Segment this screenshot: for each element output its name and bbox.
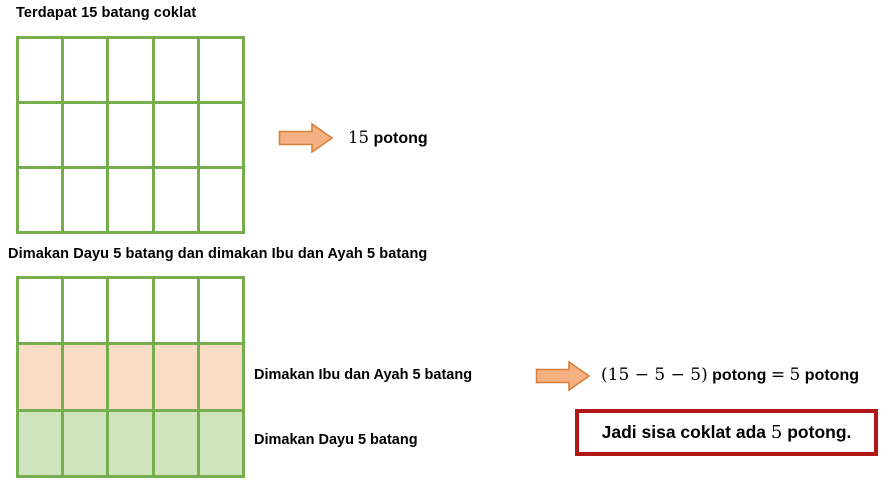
chocolate-piece — [199, 411, 242, 475]
chocolate-piece — [154, 345, 197, 409]
step1-result-number: 15 — [348, 128, 369, 147]
chocolate-piece — [109, 411, 152, 475]
chocolate-piece — [199, 39, 242, 101]
chocolate-piece — [199, 104, 242, 166]
conclusion-suffix: potong. — [787, 421, 852, 442]
chocolate-piece — [154, 279, 197, 343]
step1-heading: Terdapat 15 batang coklat — [16, 5, 197, 21]
chocolate-piece — [64, 169, 107, 231]
chocolate-piece — [109, 279, 152, 343]
step2-equation: (15 − 5 − 5) potong = 5 potong — [601, 367, 859, 384]
chocolate-piece — [109, 104, 152, 166]
equation-eaten-2: 5 — [690, 365, 702, 385]
equation-total: 15 — [607, 365, 630, 385]
conclusion-text: Jadi sisa coklat ada 5 potong. — [601, 421, 852, 443]
chocolate-piece — [19, 39, 62, 101]
conclusion-prefix: Jadi sisa coklat ada — [601, 421, 767, 442]
equation-unit-right: potong — [804, 367, 859, 384]
chocolate-piece — [154, 411, 197, 475]
chocolate-piece — [199, 169, 242, 231]
conclusion-box: Jadi sisa coklat ada 5 potong. — [575, 409, 878, 456]
chocolate-piece — [64, 411, 107, 475]
chocolate-piece — [109, 169, 152, 231]
chocolate-piece — [64, 345, 107, 409]
equation-close-paren: ) — [701, 365, 708, 385]
chocolate-piece — [109, 39, 152, 101]
chocolate-piece — [199, 345, 242, 409]
chocolate-piece — [19, 169, 62, 231]
equation-open-paren: ( — [601, 365, 608, 385]
chocolate-piece — [19, 279, 62, 343]
equation-remainder: 5 — [789, 365, 801, 385]
chocolate-piece — [64, 104, 107, 166]
chocolate-piece — [154, 104, 197, 166]
equation-equals: = — [770, 365, 786, 385]
chocolate-piece — [154, 39, 197, 101]
step1-result-text: 15 potong — [348, 128, 428, 147]
legend-label-ibu-ayah: Dimakan Ibu dan Ayah 5 batang — [254, 367, 473, 383]
chocolate-bar-grid-step2 — [16, 276, 245, 478]
chocolate-piece — [19, 104, 62, 166]
chocolate-piece — [109, 345, 152, 409]
step1-result-unit: potong — [373, 130, 428, 147]
chocolate-piece — [64, 39, 107, 101]
chocolate-piece — [19, 411, 62, 475]
equation-unit-left: potong — [712, 367, 767, 384]
conclusion-number: 5 — [770, 421, 783, 443]
step2-heading: Dimakan Dayu 5 batang dan dimakan Ibu da… — [8, 246, 428, 262]
chocolate-piece — [64, 279, 107, 343]
chocolate-piece — [154, 169, 197, 231]
equation-minus-1: − — [634, 365, 649, 385]
chocolate-piece — [19, 345, 62, 409]
chocolate-bar-grid-step1 — [16, 36, 245, 234]
equation-minus-2: − — [670, 365, 685, 385]
right-arrow-icon — [278, 122, 334, 154]
right-arrow-icon — [535, 360, 591, 392]
legend-label-dayu: Dimakan Dayu 5 batang — [254, 432, 418, 448]
equation-eaten-1: 5 — [654, 365, 666, 385]
chocolate-piece — [199, 279, 242, 343]
